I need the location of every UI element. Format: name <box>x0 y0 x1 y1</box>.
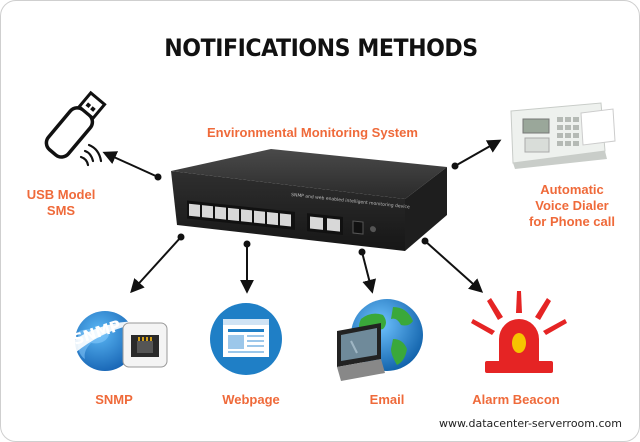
webpage-icon <box>210 303 282 375</box>
email-icon <box>337 299 423 381</box>
dialer-label-line2: Voice Dialer <box>535 198 609 213</box>
connector-snmp <box>130 233 185 294</box>
alarm-label: Alarm Beacon <box>472 392 560 407</box>
monitoring-device: SNMP and web enabled intelligent monitor… <box>171 149 447 251</box>
connector-dialer <box>451 139 502 170</box>
dialer-label-line1: Automatic <box>540 182 604 197</box>
connector-alarm <box>421 237 484 293</box>
alarm-beacon-icon <box>471 291 567 373</box>
dialer-label: Automatic Voice Dialer for Phone call <box>507 182 637 230</box>
usb-label-line1: USB Model <box>26 187 96 202</box>
page-title: NOTIFICATIONS METHODS <box>164 34 478 62</box>
usb-dongle-icon <box>44 90 107 159</box>
usb-label-line2: SMS <box>46 203 76 218</box>
footer-url: www.datacenter-serverroom.com <box>439 417 622 430</box>
voice-dialer-icon <box>510 102 616 169</box>
connector-usb <box>102 151 162 181</box>
email-label: Email <box>369 392 405 407</box>
snmp-icon: SNMP <box>67 311 168 371</box>
center-label: Environmental Monitoring System <box>207 125 418 140</box>
connector-webpage <box>240 240 254 294</box>
snmp-label: SNMP <box>95 392 133 407</box>
connector-email <box>358 248 376 294</box>
webpage-label: Webpage <box>222 392 280 407</box>
device-ports <box>187 200 376 235</box>
usb-label: USB Model SMS <box>21 187 101 219</box>
usb-signal-icon <box>79 143 103 167</box>
dialer-label-line3: for Phone call <box>529 214 615 229</box>
